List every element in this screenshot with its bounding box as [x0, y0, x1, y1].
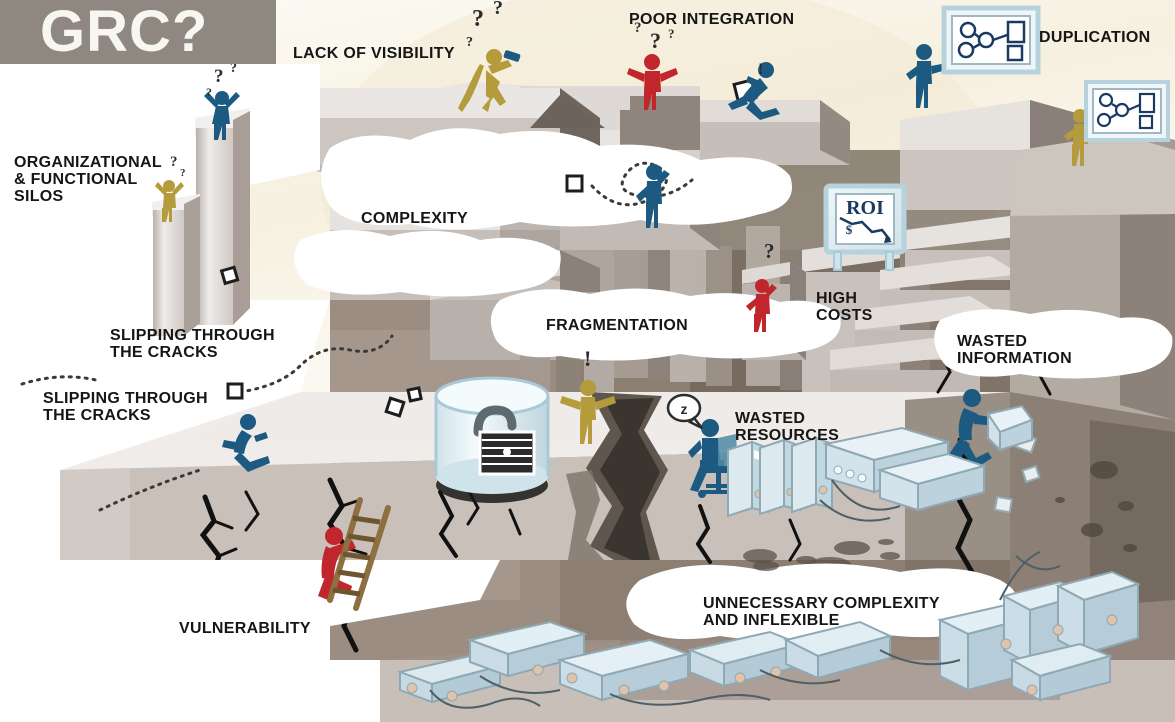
- dotted-trails: [20, 161, 694, 512]
- figure-silo-short: [155, 180, 184, 222]
- sleep-bubble-icon: z: [666, 393, 703, 430]
- label-lack-of-visibility: LACK OF VISIBILITY: [293, 45, 455, 62]
- figure-sleeping-worker: [688, 419, 724, 492]
- figure-fragmentation-gold: [560, 380, 616, 444]
- figure-high-cost-red: [746, 279, 777, 332]
- figure-dumping-blue: [948, 389, 998, 468]
- svg-text:?: ?: [214, 66, 224, 87]
- cloud-shapes: [0, 0, 1175, 648]
- terraced-steps: [830, 216, 1040, 400]
- grc-banner: GRC?: [0, 0, 276, 64]
- label-organizational-silos: ORGANIZATIONAL & FUNCTIONAL SILOS: [14, 154, 162, 205]
- label-high-costs: HIGH COSTS: [816, 290, 873, 324]
- silo-pillars-front: [152, 108, 250, 336]
- svg-text:?: ?: [206, 85, 212, 99]
- svg-text:?: ?: [230, 61, 237, 76]
- figure-shrug-red: [627, 54, 678, 110]
- svg-text:?: ?: [466, 35, 473, 50]
- rock-debris: [753, 539, 894, 571]
- label-duplication: DUPLICATION: [1039, 29, 1151, 46]
- figure-silo-tall: [204, 91, 240, 140]
- svg-text:$: $: [846, 222, 853, 237]
- label-vulnerability: VULNERABILITY: [179, 620, 311, 637]
- dumped-equipment-icon: [986, 404, 1034, 453]
- label-fragmentation: FRAGMENTATION: [546, 317, 688, 334]
- grc-banner-label: GRC?: [40, 0, 209, 64]
- svg-text:!: !: [758, 61, 763, 78]
- svg-text:?: ?: [180, 167, 186, 179]
- document-squares: [219, 78, 1041, 514]
- emphasis-marks: ? ? ? ? ? ? ? ? ? ? ? ? ! !: [170, 0, 775, 371]
- junkyard-equipment: [396, 551, 1141, 709]
- figure-slipping-blue: [222, 414, 270, 472]
- server-racks-icon: [727, 426, 988, 522]
- svg-text:?: ?: [472, 6, 484, 32]
- whiteboard-icon-1: [941, 5, 1041, 75]
- svg-text:ROI: ROI: [846, 197, 884, 219]
- svg-text:?: ?: [634, 20, 642, 36]
- svg-text:?: ?: [764, 239, 775, 263]
- label-wasted-resources: WASTED RESOURCES: [735, 410, 840, 444]
- label-slipping-through-the-cracks-2: SLIPPING THROUGH THE CRACKS: [43, 390, 208, 424]
- whiteboard-icon-2: [1084, 80, 1170, 142]
- svg-text:?: ?: [668, 26, 675, 41]
- main-canyon-crack: [566, 392, 668, 560]
- roi-screen-icon: ROI $: [823, 183, 907, 271]
- label-complexity: COMPLEXITY: [361, 210, 469, 227]
- figure-falling-blue: [728, 62, 780, 120]
- svg-text:!: !: [584, 346, 591, 371]
- ladder-icon: [327, 497, 391, 611]
- svg-text:?: ?: [170, 154, 178, 170]
- label-slipping-through-the-cracks-1: SLIPPING THROUGH THE CRACKS: [110, 327, 275, 361]
- figure-complexity-blue: [636, 164, 670, 228]
- figure-binoculars: [458, 49, 512, 112]
- svg-text:?: ?: [493, 0, 503, 19]
- binoculars-icon: [503, 50, 521, 62]
- label-poor-integration: POOR INTEGRATION: [629, 11, 795, 28]
- database-lock-icon: [434, 376, 550, 503]
- label-wasted-information: WASTED INFORMATION: [957, 333, 1072, 367]
- svg-text:z: z: [681, 401, 688, 417]
- svg-text:?: ?: [650, 28, 661, 53]
- label-unnecessary-complexity: UNNECESSARY COMPLEXITY AND INFLEXIBLE: [703, 595, 940, 629]
